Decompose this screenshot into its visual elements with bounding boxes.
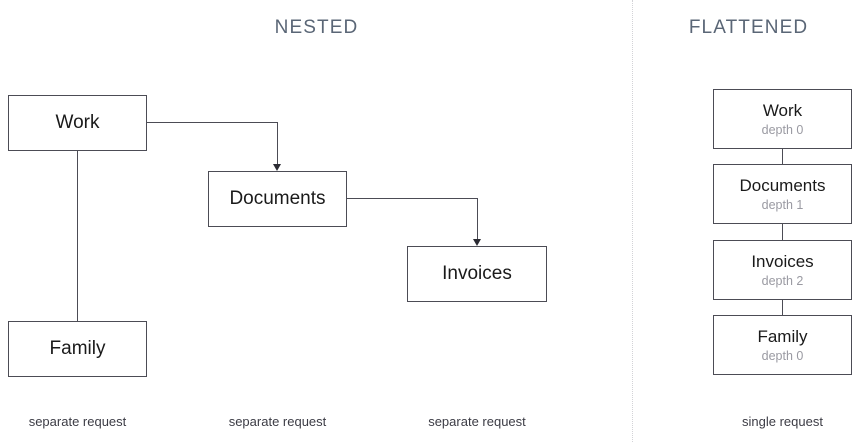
arrowhead-icon-documents xyxy=(273,164,281,171)
flattened-item-documents: Documents depth 1 xyxy=(713,164,852,224)
flattened-item-family: Family depth 0 xyxy=(713,315,852,375)
nested-node-family: Family xyxy=(8,321,147,377)
caption-nested-2: separate request xyxy=(228,414,327,429)
flattened-item-invoices: Invoices depth 2 xyxy=(713,240,852,300)
column-divider xyxy=(632,0,634,442)
caption-nested-3: separate request xyxy=(428,414,526,429)
flattened-item-depth: depth 0 xyxy=(761,122,804,137)
arrowhead-icon-invoices xyxy=(473,239,481,246)
flattened-item-label: Family xyxy=(757,326,808,346)
edge-work-documents-vertical xyxy=(277,122,279,164)
edge-documents-invoices-vertical xyxy=(477,198,479,239)
flattened-item-depth: depth 0 xyxy=(761,348,804,363)
flattened-item-work: Work depth 0 xyxy=(713,89,852,149)
flattened-item-label: Invoices xyxy=(751,251,814,271)
caption-nested-1: separate request xyxy=(28,414,127,429)
flattened-connector-1 xyxy=(782,224,784,240)
nested-node-invoices: Invoices xyxy=(407,246,547,302)
node-label: Family xyxy=(49,338,106,359)
node-label: Invoices xyxy=(442,263,512,284)
nested-node-documents: Documents xyxy=(208,171,347,227)
edge-documents-invoices-horizontal xyxy=(347,198,478,200)
nested-node-work: Work xyxy=(8,95,147,151)
column-title-nested: NESTED xyxy=(274,17,359,38)
edge-work-family-vertical xyxy=(77,151,79,321)
flattened-item-label: Work xyxy=(762,100,803,120)
node-label: Work xyxy=(55,112,100,133)
node-label: Documents xyxy=(229,188,326,209)
flattened-connector-2 xyxy=(782,300,784,315)
edge-work-documents-horizontal xyxy=(147,122,278,124)
caption-flattened: single request xyxy=(742,414,823,429)
flattened-item-depth: depth 2 xyxy=(761,273,804,288)
flattened-item-depth: depth 1 xyxy=(761,197,804,212)
flattened-item-label: Documents xyxy=(739,175,826,195)
column-title-flattened: FLATTENED xyxy=(688,17,809,38)
flattened-connector-0 xyxy=(782,149,784,164)
